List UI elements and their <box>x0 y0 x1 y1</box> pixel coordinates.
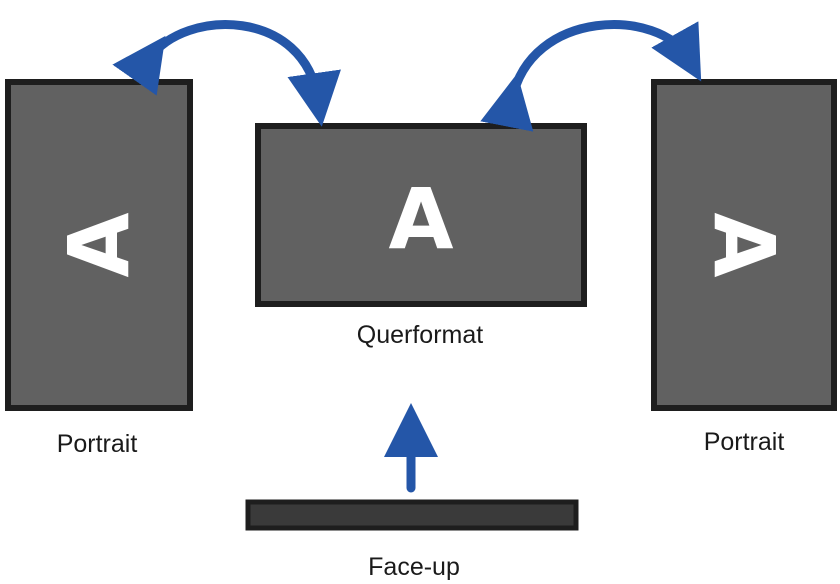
device-face-up <box>245 499 579 531</box>
label-portrait-left: Portrait <box>57 430 138 458</box>
screen-landscape-center-frame <box>255 123 587 307</box>
screen-portrait-right-glyph: A <box>695 212 793 277</box>
label-face-up: Face-up <box>368 553 460 581</box>
screen-portrait-left: A <box>5 79 193 411</box>
screen-portrait-right-frame <box>651 79 837 411</box>
label-landscape: Querformat <box>357 321 483 349</box>
screen-landscape-center: A <box>255 123 587 307</box>
screen-landscape-center-glyph: A <box>388 170 453 268</box>
label-portrait-right: Portrait <box>704 428 785 456</box>
screen-portrait-left-frame <box>5 79 193 411</box>
rotate-right-arrow <box>480 20 702 132</box>
rotate-left-arrow <box>112 20 341 127</box>
screen-portrait-right: A <box>651 79 837 411</box>
screen-portrait-left-glyph: A <box>50 212 148 277</box>
